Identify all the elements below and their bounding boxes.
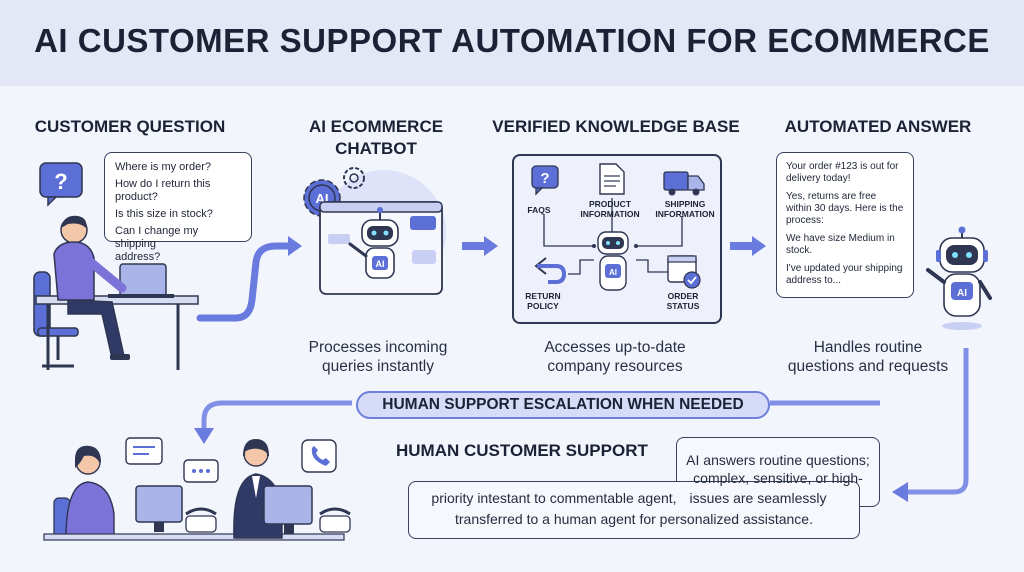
chat-bubble-icon <box>125 437 163 465</box>
human-support-title: HUMAN CUSTOMER SUPPORT <box>396 441 648 460</box>
kb-label-product-line1: PRODUCT <box>588 199 632 209</box>
return-icon <box>534 257 567 284</box>
desk-phone-icon <box>185 507 217 533</box>
page-title: AI CUSTOMER SUPPORT AUTOMATION FOR ECOMM… <box>34 22 990 59</box>
robot-chest-label: AI <box>376 259 385 269</box>
column-title-customer: CUSTOMER QUESTION <box>34 117 226 136</box>
answer-robot-icon: AI <box>926 226 992 330</box>
typing-bubble-icon <box>183 459 219 483</box>
answer-1: Your order #123 is out for delivery toda… <box>786 161 899 184</box>
kb-label-shipping-line2: INFORMATION <box>655 209 715 219</box>
caption-answer-line1: Handles routine <box>813 339 923 356</box>
title-band <box>0 0 1024 86</box>
human-support-line-1: AI answers routine questions; <box>686 452 870 468</box>
human-support-line-2: complex, sensitive, or high- <box>693 470 863 486</box>
caption-knowledge-line1: Accesses up-to-date <box>544 339 686 356</box>
svg-text:AI: AI <box>609 268 617 277</box>
kb-label-product: PRODUCT INFORMATION <box>572 199 648 219</box>
human-support-line-4: issues are seamlessly <box>689 490 827 506</box>
knowledge-robot-icon: AI <box>597 231 629 291</box>
flow-arrow-chatbot-to-knowledge <box>462 236 498 256</box>
answer-2: Yes, returns are free within 30 days. He… <box>786 191 904 226</box>
customer-at-desk-illustration <box>33 215 199 370</box>
column-title-chatbot-line2: CHATBOT <box>335 139 417 158</box>
customer-question-4: Can I change my shipping <box>115 225 199 250</box>
kb-label-shipping: SHIPPING INFORMATION <box>648 199 722 219</box>
knowledge-base-diagram: ? AI <box>531 163 705 291</box>
column-title-knowledge: VERIFIED KNOWLEDGE BASE <box>492 117 740 136</box>
kb-label-shipping-line1: SHIPPING <box>664 199 706 209</box>
column-title-answer: AUTOMATED ANSWER <box>784 117 972 136</box>
caption-chatbot-line2: queries instantly <box>321 358 434 375</box>
human-support-box-bottom <box>408 481 860 539</box>
kb-label-return-line2: POLICY <box>527 301 559 311</box>
caption-knowledge: Accesses up-to-date company resources <box>520 338 710 376</box>
caption-answer: Handles routine questions and requests <box>780 338 956 376</box>
kb-label-order-line1: ORDER <box>667 291 699 301</box>
escalation-banner: HUMAN SUPPORT ESCALATION WHEN NEEDED <box>356 391 770 419</box>
answer-4: I've updated your shipping address to... <box>786 263 903 286</box>
customer-question-1: Where is my order? <box>115 161 211 173</box>
robot-icon: AI <box>348 207 399 279</box>
svg-text:?: ? <box>540 170 549 187</box>
customer-question-bubble: Where is my order? How do I return this … <box>104 152 252 263</box>
human-support-line-5: transferred to a human agent for persona… <box>455 511 813 527</box>
phone-icon <box>301 439 337 473</box>
answer-3: We have size Medium in stock. <box>786 233 895 256</box>
human-support-line-3: priority intestant to commentable agent, <box>431 490 677 506</box>
customer-question-3: Is this size in stock? <box>115 208 213 220</box>
caption-answer-line2: questions and requests <box>787 358 949 375</box>
question-icon: ? <box>39 162 83 207</box>
svg-text:AI: AI <box>957 288 967 299</box>
caption-chatbot: Processes incoming queries instantly <box>296 338 460 376</box>
column-title-chatbot-line1: AI ECOMMERCE <box>308 117 444 136</box>
column-title-chatbot: AI ECOMMERCE CHATBOT <box>296 116 456 160</box>
document-icon <box>599 163 625 195</box>
kb-label-order-line2: STATUS <box>666 301 700 311</box>
truck-icon <box>663 171 705 196</box>
customer-question-2: How do I return this product? <box>115 178 211 203</box>
flow-arrow-knowledge-to-answer <box>730 236 766 256</box>
customer-question-5: address? <box>115 251 161 263</box>
caption-knowledge-line2: company resources <box>547 358 683 375</box>
question-icon-mark: ? <box>54 169 67 194</box>
caption-chatbot-line1: Processes incoming <box>308 339 448 356</box>
kb-label-return-line1: RETURN <box>525 291 561 301</box>
order-status-icon <box>667 255 701 289</box>
small-gear-icon <box>343 167 365 189</box>
faq-icon: ? <box>531 165 559 196</box>
kb-label-order: ORDER STATUS <box>660 291 706 311</box>
kb-label-faqs: FAQS <box>527 205 551 215</box>
desk-phone-2-icon <box>319 507 351 533</box>
human-agents-illustration <box>43 437 351 541</box>
kb-label-return: RETURN POLICY <box>518 291 568 311</box>
kb-label-product-line2: INFORMATION <box>580 209 640 219</box>
chatbot-illustration: AI AI <box>303 167 446 295</box>
automated-answer-bubble: Your order #123 is out for delivery toda… <box>776 152 914 298</box>
